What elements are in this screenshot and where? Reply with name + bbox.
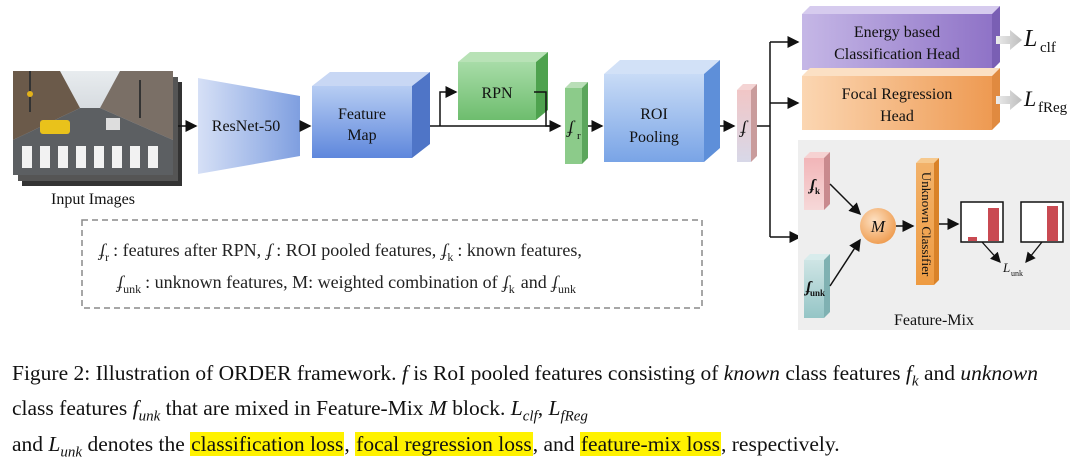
svg-text:ʄr: features after RPN,ʄ: ROI: ʄr: features after RPN,ʄ: ROI pooled fea…	[97, 240, 582, 264]
resnet-label: ResNet-50	[212, 118, 280, 135]
score-bar-low	[968, 237, 977, 241]
unk-loss-symbol: L	[1002, 260, 1010, 275]
svg-text:ʄ: ʄ	[807, 177, 817, 194]
score-bar-high	[988, 208, 999, 241]
clf-loss-symbol: L	[1023, 26, 1037, 52]
figure-caption: Figure 2: Illustration of ORDER framewor…	[12, 360, 1072, 466]
caption-text-4: class features	[12, 396, 133, 421]
clf-head-line-2: Classification Head	[834, 46, 960, 63]
m-combination-circle: M	[860, 208, 896, 244]
classification-head: Energy based Classification Head	[802, 6, 1000, 70]
legend-sub-k: k	[447, 250, 453, 264]
caption-text-6: block.	[446, 396, 511, 421]
unknown-classifier-label: Unknown Classifier	[919, 172, 934, 277]
feature-map-label-2: Map	[347, 127, 376, 144]
svg-text:ʄunk: unknown features, M: wei: ʄunk: unknown features, M: weighted comb…	[115, 272, 576, 296]
legend-sub-unk: unk	[123, 282, 141, 296]
m-label: M	[870, 217, 886, 236]
caption-comma: ,	[537, 396, 549, 421]
caption-funk: funk	[132, 396, 161, 425]
reg-head-line-1: Focal Regression	[842, 86, 953, 103]
legend-sub-r: r	[105, 250, 109, 264]
reg-loss: L fReg	[1023, 86, 1068, 116]
unk-loss: L unk	[1002, 260, 1023, 278]
legend-funk-desc: : unknown features, M: weighted combinat…	[145, 272, 497, 292]
feature-mix-panel: ʄ k ʄ unk M Unknown Classifier	[798, 140, 1070, 330]
unknown-classifier-block: Unknown Classifier	[916, 158, 939, 285]
funk-sub: unk	[810, 288, 825, 298]
f-feature-slab: ʄ	[737, 84, 757, 162]
clf-loss-arrow	[996, 30, 1022, 50]
fr-sub: r	[577, 130, 581, 142]
order-framework-diagram: Input Images ResNet-50 Feature Map RPN ʄ…	[13, 6, 1070, 330]
fk-sub: k	[815, 186, 820, 196]
fr-feature-slab: ʄ r	[565, 82, 588, 164]
reg-head-line-2: Head	[880, 108, 914, 125]
fk-slab: ʄ k	[804, 152, 830, 210]
legend-and: and	[521, 272, 547, 292]
roi-pooling-block: ROI Pooling	[604, 60, 720, 162]
caption-lfreg: LfReg	[548, 396, 588, 425]
notation-legend: ʄr: features after RPN,ʄ: ROI pooled fea…	[81, 219, 703, 309]
fr-symbol: ʄ	[565, 117, 576, 137]
resnet-50-block: ResNet-50	[198, 78, 300, 174]
input-images: Input Images	[13, 71, 182, 208]
reg-loss-symbol: L	[1023, 86, 1036, 111]
legend-f-desc: : ROI pooled features,	[276, 240, 436, 260]
feature-map-label-1: Feature	[338, 106, 386, 123]
caption-M: M	[428, 396, 447, 421]
caption-unknown: unknown	[960, 361, 1038, 385]
score-chart-1	[960, 201, 1004, 243]
caption-text-3: and	[918, 361, 961, 385]
svg-text:ʄ: ʄ	[565, 117, 576, 137]
input-images-label: Input Images	[51, 191, 135, 208]
clf-loss: L clf	[1023, 26, 1056, 56]
legend-sub-k-2: k	[509, 282, 515, 296]
caption-known: known	[723, 361, 780, 385]
f-symbol: ʄ	[738, 117, 749, 137]
caption-fk: fk	[905, 361, 919, 390]
score-bar-tall	[1047, 206, 1058, 241]
caption-lclf: Lclf	[510, 396, 538, 425]
caption-sep-1: ,	[344, 431, 356, 456]
feature-mix-label: Feature-Mix	[894, 312, 974, 329]
feature-map-block: Feature Map	[312, 72, 430, 158]
rpn-block: RPN	[458, 52, 548, 120]
street-photo	[13, 71, 173, 175]
rpn-label: RPN	[481, 85, 513, 102]
caption-text-2: class features	[779, 361, 906, 385]
caption-f: f	[401, 361, 408, 385]
legend-fk-desc: : known features,	[457, 240, 581, 260]
reg-loss-arrow	[996, 90, 1022, 110]
svg-text:L: L	[1023, 26, 1037, 52]
svg-text:L: L	[1002, 260, 1010, 275]
funk-slab: ʄ unk	[803, 254, 830, 318]
caption-text-5: that are mixed in Feature-Mix	[160, 396, 429, 421]
score-chart-2	[1020, 201, 1064, 243]
roi-label-1: ROI	[640, 106, 668, 123]
caption-prefix: Figure 2: Illustration of ORDER framewor…	[12, 361, 397, 385]
svg-text:L: L	[1023, 86, 1036, 111]
roi-label-2: Pooling	[629, 129, 679, 146]
regression-head: Focal Regression Head	[802, 68, 1000, 130]
clf-loss-sub: clf	[1040, 40, 1056, 56]
clf-head-line-1: Energy based	[854, 24, 940, 41]
legend-sub-unk-2: unk	[558, 282, 576, 296]
legend-fr-desc: : features after RPN,	[113, 240, 261, 260]
reg-loss-sub: fReg	[1038, 100, 1068, 116]
unk-loss-sub: unk	[1011, 269, 1023, 278]
caption-text-1: is RoI pooled features consisting of	[407, 361, 724, 385]
svg-text:ʄ: ʄ	[803, 279, 813, 296]
